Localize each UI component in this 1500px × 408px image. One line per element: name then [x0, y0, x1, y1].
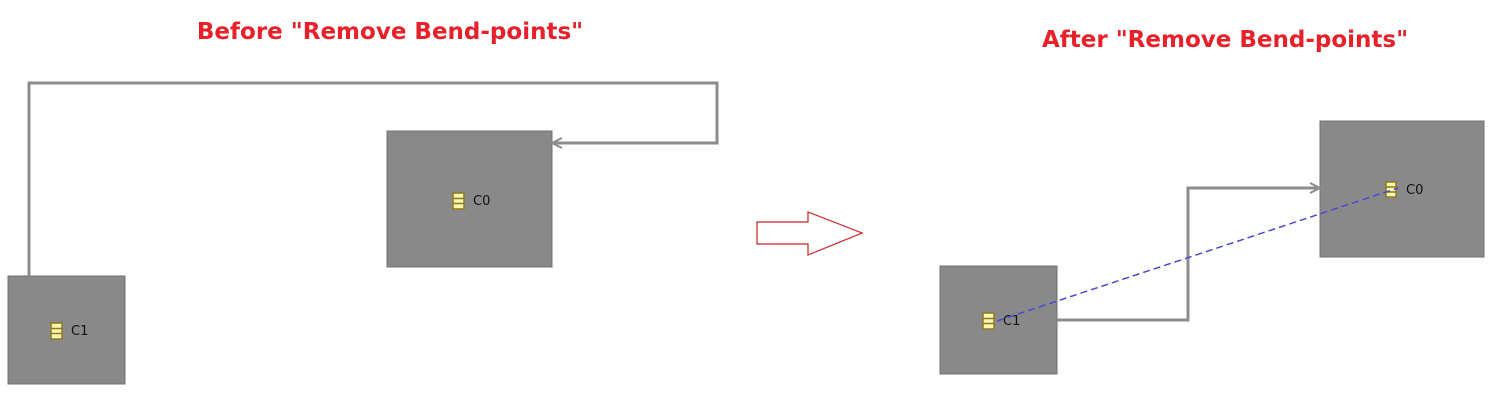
before-node-c0[interactable]: C0: [386, 130, 553, 268]
node-label: C0: [1406, 183, 1423, 198]
class-icon: [50, 322, 63, 340]
node-label: C1: [71, 324, 88, 339]
right-arrow-icon: [756, 211, 864, 256]
class-icon: [982, 312, 995, 330]
after-caption: After "Remove Bend-points": [1042, 27, 1408, 53]
before-panel: Before "Remove Bend-points" C0 C1: [7, 19, 719, 385]
after-node-c0[interactable]: C0: [1319, 120, 1485, 258]
after-panel: After "Remove Bend-points" C0 C1: [939, 27, 1485, 375]
node-label: C1: [1003, 314, 1020, 329]
before-node-c1[interactable]: C1: [7, 275, 126, 385]
node-label: C0: [473, 194, 490, 209]
after-dashed-link[interactable]: [996, 187, 1399, 322]
class-icon: [452, 192, 465, 210]
before-caption: Before "Remove Bend-points": [197, 19, 583, 45]
after-connector-c1-c0[interactable]: [1057, 188, 1320, 322]
before-connector-c1-c0[interactable]: [27, 81, 719, 276]
